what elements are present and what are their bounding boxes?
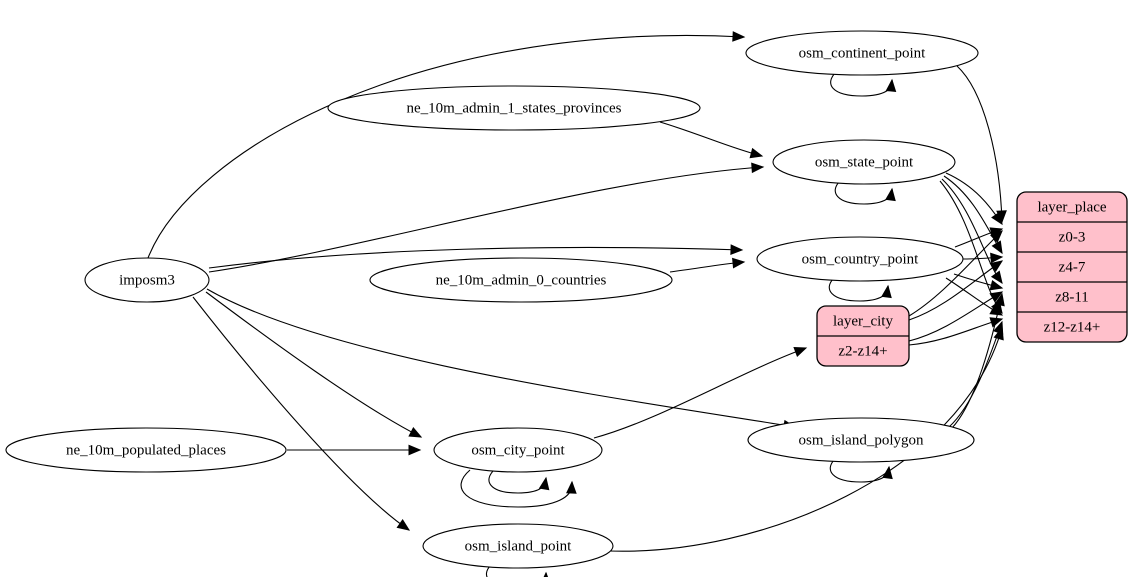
record-box xyxy=(1016,191,1128,343)
node-shape xyxy=(772,139,956,185)
graph-edge xyxy=(192,296,411,531)
node-ne_populated[interactable]: ne_10m_populated_places xyxy=(5,427,287,473)
node-osm_country_point[interactable]: osm_country_point xyxy=(756,236,964,282)
node-shape xyxy=(745,30,979,76)
graph-edge xyxy=(951,292,1005,429)
edge-arrowhead xyxy=(990,252,1004,264)
edge-arrowhead xyxy=(994,292,1005,307)
graph-edge xyxy=(941,178,1003,285)
node-ne_countries[interactable]: ne_10m_admin_0_countries xyxy=(369,257,673,303)
graph-edge xyxy=(147,31,746,259)
edges-layer xyxy=(147,31,1007,577)
graph-edge xyxy=(205,291,423,438)
edge-arrowhead xyxy=(396,519,411,531)
graph-edge xyxy=(908,291,1004,342)
node-shape xyxy=(369,257,673,303)
graph-edge xyxy=(460,469,577,508)
node-shape xyxy=(84,257,210,303)
node-osm_city_point[interactable]: osm_city_point xyxy=(433,427,603,473)
graph-edge xyxy=(669,257,746,273)
edge-arrowhead xyxy=(990,270,1003,285)
node-osm_continent_point[interactable]: osm_continent_point xyxy=(745,30,979,76)
graph-edge xyxy=(593,346,808,439)
edge-arrowhead xyxy=(993,326,1004,341)
edge-arrowhead xyxy=(882,465,893,480)
edge-arrowhead xyxy=(732,257,746,269)
graph-edge xyxy=(830,71,897,97)
edge-arrowhead xyxy=(881,284,892,299)
edge-arrowhead xyxy=(793,346,808,358)
nodes-layer: imposm3 ne_10m_admin_1_states_provincesne… xyxy=(5,30,979,569)
node-shape xyxy=(5,427,287,473)
edge-arrowhead xyxy=(989,291,1004,303)
edge-arrowhead xyxy=(989,260,1004,273)
graph-edge xyxy=(485,564,551,577)
graph-edge xyxy=(908,317,1004,346)
graph-edge xyxy=(962,252,1004,264)
graph-edge xyxy=(945,172,1003,226)
edge-arrowhead xyxy=(408,426,423,438)
graph-edge xyxy=(659,121,764,159)
node-shape xyxy=(327,85,701,131)
node-osm_state_point[interactable]: osm_state_point xyxy=(772,139,956,185)
graph-edge xyxy=(287,444,422,456)
node-osm_island_polygon[interactable]: osm_island_polygon xyxy=(747,417,975,463)
edge-arrowhead xyxy=(730,244,744,255)
graph-edge xyxy=(208,162,765,273)
node-shape xyxy=(756,236,964,282)
edge-arrowhead xyxy=(749,147,764,159)
graph-edge xyxy=(908,230,1003,317)
edge-arrowhead xyxy=(885,187,896,202)
graph-edge xyxy=(834,180,896,205)
graph-edge xyxy=(908,260,1004,321)
graph-edge xyxy=(608,326,1004,552)
edge-arrowhead xyxy=(989,279,1004,291)
node-shape xyxy=(747,417,975,463)
node-shape xyxy=(433,427,603,473)
edge-arrowhead xyxy=(538,476,550,491)
edge-arrowhead xyxy=(566,480,577,494)
edge-arrowhead xyxy=(732,31,746,42)
edge-arrowhead xyxy=(990,230,1003,243)
node-osm_island_point[interactable]: osm_island_point xyxy=(422,523,614,569)
node-ne_states[interactable]: ne_10m_admin_1_states_provinces xyxy=(327,85,701,131)
graph-edge xyxy=(828,277,892,302)
edge-arrowhead xyxy=(885,78,897,92)
edge-arrowhead xyxy=(408,444,422,456)
graph-edge xyxy=(943,175,1003,255)
graph-edge xyxy=(829,458,893,483)
edge-arrowhead xyxy=(991,240,1003,255)
edge-arrowhead xyxy=(540,571,551,577)
graph-edge xyxy=(208,244,744,269)
node-imposm3[interactable]: imposm3 xyxy=(84,257,210,303)
graph-edge xyxy=(488,468,550,494)
node-shape xyxy=(422,523,614,569)
edge-arrowhead xyxy=(751,162,765,174)
graph-edge xyxy=(206,288,797,431)
edge-arrowhead xyxy=(991,211,1003,226)
